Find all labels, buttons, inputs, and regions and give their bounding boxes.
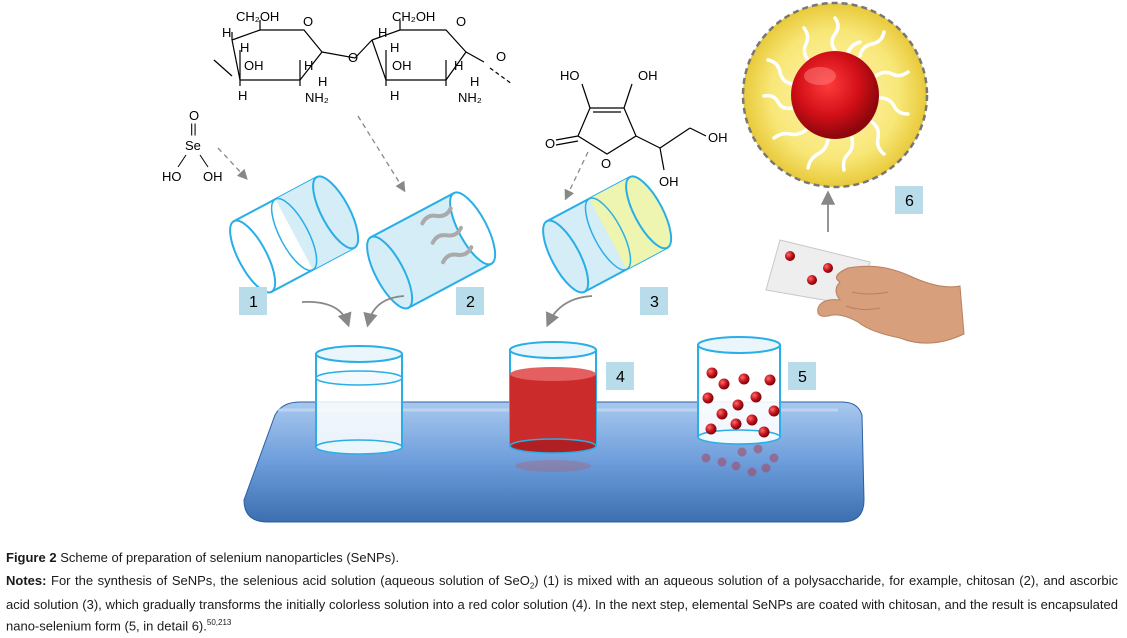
svg-text:H: H — [390, 88, 399, 103]
notes-reference: 50,213 — [206, 617, 232, 627]
dashed-arrows — [217, 115, 589, 201]
svg-text:HO: HO — [162, 169, 182, 184]
ascorbic-acid-labels: HO OH O O OH OH — [545, 68, 728, 189]
svg-text:H: H — [318, 74, 327, 89]
svg-text:2: 2 — [466, 294, 475, 311]
svg-text:H: H — [470, 74, 479, 89]
svg-text:H: H — [304, 58, 313, 73]
svg-text:6: 6 — [905, 193, 914, 210]
svg-text:1: 1 — [249, 294, 258, 311]
svg-text:Se: Se — [185, 138, 201, 153]
svg-text:OH: OH — [392, 58, 412, 73]
svg-text:OH: OH — [203, 169, 223, 184]
selenious-acid-structure: O || Se HO OH — [162, 108, 223, 184]
figure-caption-text: Scheme of preparation of selenium nanopa… — [56, 550, 400, 565]
label-box-3: 3 — [640, 287, 668, 315]
ascorbic-acid-structure — [555, 83, 707, 171]
svg-text:H: H — [238, 88, 247, 103]
svg-text:H: H — [378, 25, 387, 40]
svg-text:NH₂: NH₂ — [305, 90, 329, 105]
beaker-1 — [229, 175, 360, 294]
svg-text:OH: OH — [638, 68, 658, 83]
svg-text:NH₂: NH₂ — [458, 90, 482, 105]
svg-text:O: O — [601, 156, 611, 171]
chitosan-labels: CH₂OH O H H OH H H H NH₂ O CH₂OH O H H O… — [222, 9, 506, 105]
label-box-1: 1 — [239, 287, 267, 315]
svg-text:H: H — [454, 58, 463, 73]
svg-text:OH: OH — [708, 130, 728, 145]
nanoparticle-reflections — [701, 444, 779, 477]
svg-text:CH₂OH: CH₂OH — [392, 9, 435, 24]
figure-label: Figure 2 — [6, 550, 57, 565]
svg-text:3: 3 — [650, 294, 659, 311]
svg-text:OH: OH — [659, 174, 679, 189]
label-box-6: 6 — [895, 186, 923, 214]
svg-text:O: O — [456, 14, 466, 29]
encapsulated-selenium-detail — [741, 1, 929, 189]
svg-text:HO: HO — [560, 68, 580, 83]
svg-text:H: H — [240, 40, 249, 55]
svg-text:O: O — [545, 136, 555, 151]
curved-arrows — [301, 295, 593, 328]
hand — [817, 265, 965, 344]
svg-text:O: O — [348, 50, 358, 65]
beaker-3 — [542, 175, 673, 294]
beaker-2 — [366, 191, 497, 310]
svg-text:OH: OH — [244, 58, 264, 73]
svg-text:H: H — [390, 40, 399, 55]
svg-text:5: 5 — [798, 369, 807, 386]
notes-subscript: 2 — [529, 581, 535, 591]
nanoparticles — [702, 367, 780, 438]
svg-text:4: 4 — [616, 369, 625, 386]
label-box-5: 5 — [788, 362, 816, 390]
preparation-scheme-diagram: O || Se HO OH CH₂OH O H H OH H H H NH₂ O — [162, 1, 965, 523]
label-box-2: 2 — [456, 287, 484, 315]
svg-text:O: O — [303, 14, 313, 29]
beaker-nanoparticles — [697, 336, 781, 477]
figure-caption: Figure 2 Scheme of preparation of seleni… — [6, 549, 1118, 567]
label-box-4: 4 — [606, 362, 634, 390]
svg-text:O: O — [496, 49, 506, 64]
chitosan-structure — [213, 20, 513, 86]
svg-text:||: || — [190, 121, 197, 136]
svg-text:H: H — [222, 25, 231, 40]
notes-text-a: For the synthesis of SeNPs, the seleniou… — [46, 573, 530, 588]
beaker-clear — [315, 345, 403, 455]
notes-text-b: ) (1) is mixed with an aqueous solution … — [6, 573, 1118, 633]
notes-label: Notes: — [6, 573, 47, 588]
svg-text:O: O — [189, 108, 199, 123]
beaker-red-solution — [509, 341, 597, 472]
figure-notes: Notes: For the synthesis of SeNPs, the s… — [6, 572, 1118, 635]
chitosan-chains — [762, 16, 910, 172]
svg-text:CH₂OH: CH₂OH — [236, 9, 279, 24]
